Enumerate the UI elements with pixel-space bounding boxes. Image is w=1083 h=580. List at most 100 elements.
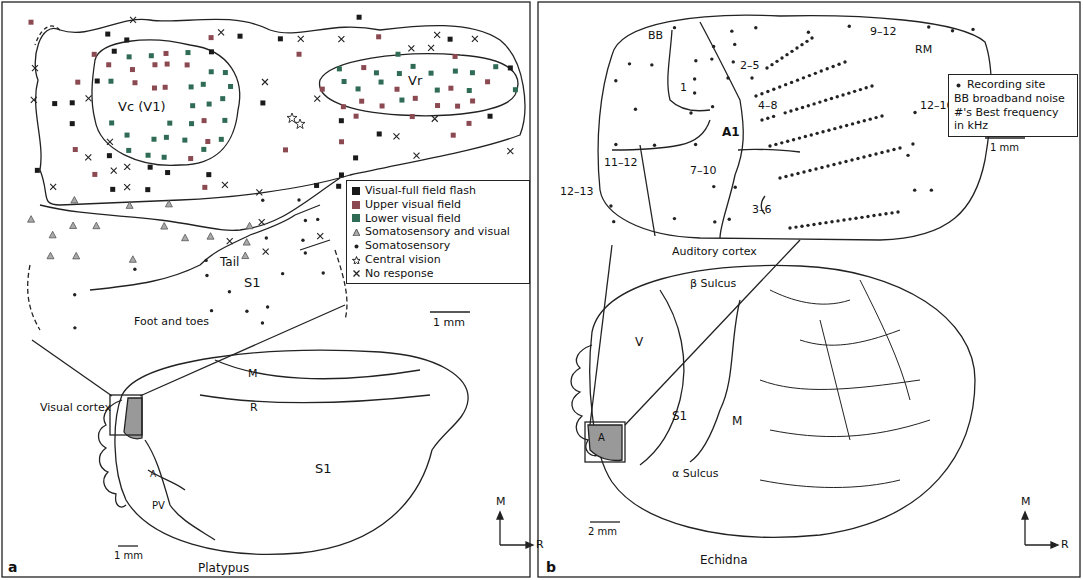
site-square xyxy=(220,96,225,101)
site-square xyxy=(453,69,458,74)
region-label: Echidna xyxy=(700,554,748,567)
site-dot xyxy=(863,119,866,122)
site-dot xyxy=(728,218,731,221)
site-dot xyxy=(812,223,815,226)
site-square xyxy=(189,121,194,126)
region-label: V xyxy=(635,336,643,349)
site-square xyxy=(107,153,112,158)
site-dot xyxy=(304,251,307,254)
compass-head xyxy=(1022,512,1058,548)
site-square xyxy=(453,54,458,59)
site-dot xyxy=(766,90,769,93)
site-dot xyxy=(297,198,300,201)
site-dot xyxy=(836,219,839,222)
site-dot xyxy=(772,115,775,118)
site-square xyxy=(470,70,475,75)
no-response-x xyxy=(124,164,130,170)
site-dot xyxy=(842,218,845,221)
x-marker xyxy=(352,269,360,277)
site-dot xyxy=(316,218,319,221)
site-dot xyxy=(807,31,810,34)
auditory-patch xyxy=(588,425,622,461)
sulcus xyxy=(640,290,684,465)
site-dot xyxy=(839,125,842,128)
site-dot xyxy=(820,166,823,169)
site-dot xyxy=(866,215,869,218)
site-dot xyxy=(784,83,787,86)
site-square xyxy=(341,104,346,109)
site-square xyxy=(70,100,75,105)
site-square xyxy=(108,79,113,84)
site-dot xyxy=(844,160,847,163)
site-dot xyxy=(802,76,805,79)
site-square xyxy=(435,88,440,93)
site-dot xyxy=(228,290,231,293)
no-response-x xyxy=(472,36,478,42)
legend-text: Visual-full field flash xyxy=(365,184,476,198)
site-dot xyxy=(732,60,735,63)
region-label: M xyxy=(732,415,742,428)
site-square xyxy=(165,170,170,175)
site-square xyxy=(162,155,167,160)
legend-row: Lower visual field xyxy=(352,212,524,226)
zoom-line xyxy=(590,245,612,425)
s1-inner-boundary xyxy=(90,215,295,290)
site-dot xyxy=(857,121,860,124)
site-square xyxy=(132,80,137,85)
site-dot xyxy=(859,88,862,91)
site-square xyxy=(207,102,212,107)
zoom-box xyxy=(110,395,142,435)
site-square xyxy=(112,49,117,54)
site-square xyxy=(508,65,513,70)
site-square xyxy=(297,52,302,57)
site-dot xyxy=(808,169,811,172)
site-triangle xyxy=(129,256,136,263)
site-dot xyxy=(204,259,207,262)
site-dot xyxy=(810,36,813,39)
central-vision-star xyxy=(295,119,305,129)
zoom-line xyxy=(32,340,112,396)
site-dot xyxy=(710,57,713,60)
site-dot xyxy=(628,62,631,65)
site-square xyxy=(485,79,490,84)
site-dot xyxy=(634,108,637,111)
site-dot xyxy=(760,118,763,121)
site-dot xyxy=(927,25,930,28)
site-dot xyxy=(851,122,854,125)
site-dot xyxy=(693,77,696,80)
site-dot xyxy=(818,100,821,103)
site-square xyxy=(73,147,78,152)
site-square xyxy=(109,120,114,125)
site-triangle xyxy=(243,239,250,246)
region-label: S1 xyxy=(315,462,332,476)
site-dot xyxy=(754,26,757,29)
site-square xyxy=(435,103,440,108)
site-dot xyxy=(853,90,856,93)
site-square xyxy=(359,99,364,104)
site-dot xyxy=(848,217,851,220)
scale-bar xyxy=(118,545,138,546)
site-dot xyxy=(971,28,974,31)
site-dot xyxy=(856,157,859,160)
site-square xyxy=(164,135,169,140)
site-dot xyxy=(778,85,781,88)
site-square xyxy=(342,79,347,84)
dashed-boundary xyxy=(28,265,40,330)
site-dot xyxy=(795,46,798,49)
legend-swatch xyxy=(352,187,360,195)
site-dot xyxy=(837,63,840,66)
site-dot xyxy=(73,293,76,296)
site-square xyxy=(151,137,156,142)
region-label: S1 xyxy=(244,276,261,290)
zoom-line xyxy=(625,240,800,425)
region-label: M xyxy=(248,368,258,380)
site-dot xyxy=(890,211,893,214)
site-dot xyxy=(778,176,781,179)
site-square xyxy=(337,66,342,71)
site-square xyxy=(466,121,471,126)
sulcus xyxy=(760,280,930,488)
site-dot xyxy=(821,130,824,133)
site-square xyxy=(339,172,344,177)
site-square xyxy=(361,65,366,70)
site-dot xyxy=(814,72,817,75)
